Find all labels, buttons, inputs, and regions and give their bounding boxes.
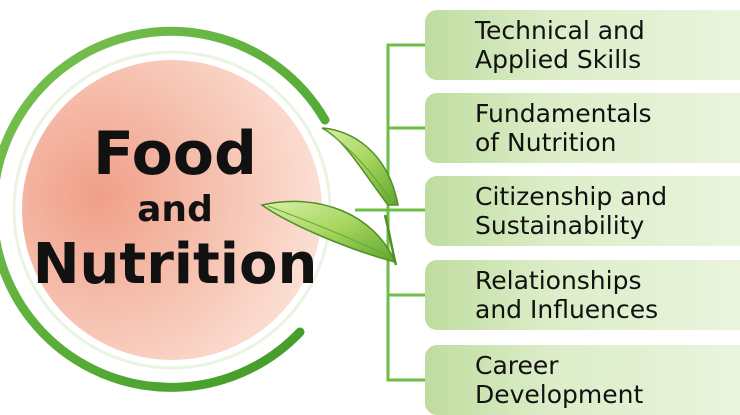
- branch-label: Citizenship and Sustainability: [475, 182, 740, 240]
- title-nutrition: Nutrition: [32, 232, 318, 297]
- title-circle: [22, 60, 322, 360]
- connector-lines: [355, 43, 425, 382]
- branch-technical-applied-skills: Technical and Applied Skills: [425, 10, 740, 80]
- leaf-icon: [260, 127, 399, 266]
- title-and: and: [137, 189, 213, 230]
- branch-label-line1: Fundamentals: [475, 99, 652, 128]
- branch-relationships-influences: Relationships and Influences: [425, 260, 740, 330]
- branch-fundamentals-of-nutrition: Fundamentals of Nutrition: [425, 93, 740, 163]
- branch-citizenship-sustainability: Citizenship and Sustainability: [425, 176, 740, 246]
- branch-label-line2: Sustainability: [475, 211, 645, 240]
- branch-label-line1: Technical and: [475, 16, 645, 45]
- branch-label-line2: and Influences: [475, 295, 659, 324]
- branch-label-line2: Development: [475, 380, 644, 409]
- branch-label-line2: of Nutrition: [475, 128, 617, 157]
- branch-label-line2: Applied Skills: [475, 45, 642, 74]
- branch-label: Career Development: [475, 351, 740, 409]
- outer-ring: [0, 26, 330, 392]
- branch-label: Technical and Applied Skills: [475, 16, 740, 74]
- branch-label-line1: Career: [475, 351, 559, 380]
- branch-label-line1: Citizenship and: [475, 182, 668, 211]
- branch-label: Relationships and Influences: [475, 266, 740, 324]
- branch-label-line1: Relationships: [475, 266, 642, 295]
- branch-career-development: Career Development: [425, 345, 740, 415]
- title-food: Food: [93, 119, 257, 189]
- branch-label: Fundamentals of Nutrition: [475, 99, 740, 157]
